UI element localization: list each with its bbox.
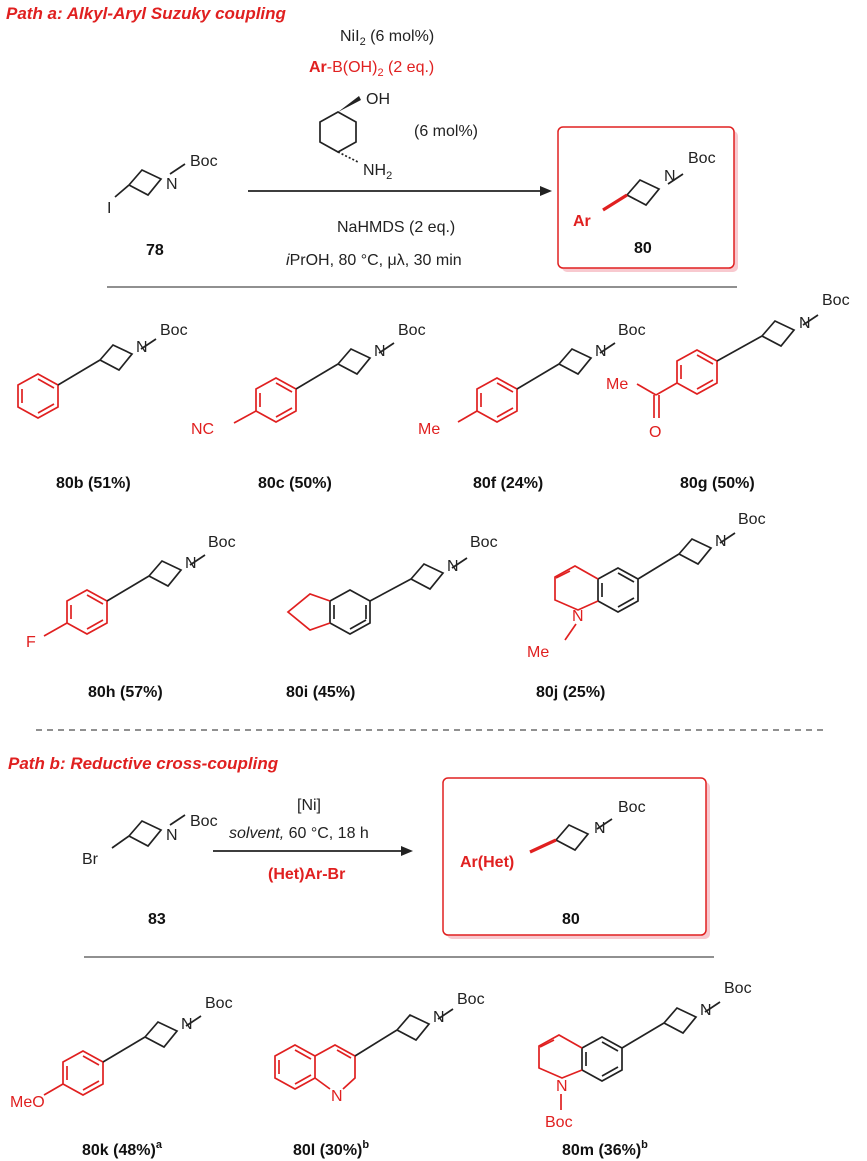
svg-text:Boc: Boc bbox=[688, 150, 716, 167]
svg-text:N: N bbox=[799, 315, 811, 332]
compound-label-80g: 80g (50%) bbox=[680, 475, 755, 492]
svg-text:Me: Me bbox=[606, 376, 628, 393]
ligand-structure: OH NH2 (6 mol%) bbox=[319, 91, 478, 182]
aryl-halide-label: (Het)Ar-Br bbox=[268, 866, 345, 883]
svg-text:Boc: Boc bbox=[618, 799, 646, 816]
svg-text:N: N bbox=[185, 555, 197, 572]
path-a-title: Path a: Alkyl-Aryl Suzuky coupling bbox=[6, 4, 287, 23]
svg-text:F: F bbox=[26, 634, 36, 651]
svg-text:O: O bbox=[649, 424, 661, 441]
compound-80m: N Boc N Boc 80m (36%)b bbox=[538, 980, 752, 1159]
svg-text:N: N bbox=[447, 558, 459, 575]
svg-text:NC: NC bbox=[191, 421, 214, 438]
compound-label-83: 83 bbox=[148, 911, 166, 928]
starting-material-83: Br N Boc 83 bbox=[82, 813, 218, 928]
svg-text:N: N bbox=[664, 168, 676, 185]
base-label: NaHMDS (2 eq.) bbox=[337, 219, 455, 236]
compound-label-80c: 80c (50%) bbox=[258, 475, 332, 492]
svg-text:N: N bbox=[433, 1009, 445, 1026]
svg-text:Boc: Boc bbox=[190, 153, 218, 170]
svg-text:Boc: Boc bbox=[822, 292, 850, 309]
compound-80j: N Me N Boc 80j (25%) bbox=[527, 511, 766, 701]
compound-label-80k: 80k (48%)a bbox=[82, 1139, 163, 1159]
svg-text:N: N bbox=[166, 176, 178, 193]
svg-text:Me: Me bbox=[418, 421, 440, 438]
svg-text:I: I bbox=[107, 200, 111, 217]
product-box-b: Ar(Het) N Boc 80 bbox=[442, 777, 710, 939]
svg-text:N: N bbox=[166, 827, 178, 844]
svg-text:Boc: Boc bbox=[398, 322, 426, 339]
svg-text:Boc: Boc bbox=[724, 980, 752, 997]
compound-80h: F N Boc 80h (57%) bbox=[26, 534, 236, 701]
svg-text:Ar: Ar bbox=[573, 213, 591, 230]
compound-label-80l: 80l (30%)b bbox=[293, 1139, 369, 1159]
starting-material-78: I N Boc 78 bbox=[107, 153, 218, 259]
compound-80k: MeO N Boc 80k (48%)a bbox=[10, 995, 233, 1159]
compound-label-78: 78 bbox=[146, 242, 164, 259]
path-b-title: Path b: Reductive cross-coupling bbox=[8, 754, 279, 773]
catalyst-label: NiI2 (6 mol%) bbox=[340, 28, 434, 48]
ligand-loading: (6 mol%) bbox=[414, 123, 478, 140]
svg-text:Boc: Boc bbox=[738, 511, 766, 528]
compound-label-80b-box: 80 bbox=[562, 911, 580, 928]
compound-80f: Me N Boc 80f (24%) bbox=[418, 322, 646, 492]
svg-text:Boc: Boc bbox=[545, 1114, 573, 1131]
compound-label-80f: 80f (24%) bbox=[473, 475, 543, 492]
svg-text:N: N bbox=[715, 533, 727, 550]
ligand-oh: OH bbox=[366, 91, 390, 108]
svg-text:N: N bbox=[700, 1002, 712, 1019]
solvent-label: iPrOH, 80 °C, μλ, 30 min bbox=[286, 252, 462, 269]
svg-text:N: N bbox=[374, 343, 386, 360]
compound-label-80m: 80m (36%)b bbox=[562, 1139, 648, 1159]
svg-text:MeO: MeO bbox=[10, 1094, 45, 1111]
svg-text:Boc: Boc bbox=[457, 991, 485, 1008]
svg-text:N: N bbox=[595, 343, 607, 360]
svg-text:Boc: Boc bbox=[470, 534, 498, 551]
ligand-nh2: NH2 bbox=[363, 162, 392, 182]
svg-text:Boc: Boc bbox=[205, 995, 233, 1012]
compound-80b: N Boc 80b (51%) bbox=[17, 322, 188, 492]
product-box-a: Ar N Boc 80 bbox=[557, 126, 738, 272]
compound-label-80h: 80h (57%) bbox=[88, 684, 163, 701]
svg-text:Boc: Boc bbox=[208, 534, 236, 551]
svg-text:Boc: Boc bbox=[160, 322, 188, 339]
svg-text:N: N bbox=[572, 608, 584, 625]
svg-text:N: N bbox=[136, 339, 148, 356]
compound-label-80j: 80j (25%) bbox=[536, 684, 605, 701]
svg-text:N: N bbox=[331, 1088, 343, 1105]
compound-80i: N Boc 80i (45%) bbox=[286, 534, 498, 701]
compound-80g: Me O N Boc 80g (50%) bbox=[606, 292, 850, 492]
svg-text:N: N bbox=[556, 1078, 568, 1095]
svg-text:N: N bbox=[181, 1016, 193, 1033]
compound-label-80a: 80 bbox=[634, 240, 652, 257]
compound-80l: N N Boc 80l (30%)b bbox=[274, 991, 485, 1159]
boronic-acid-label: Ar-B(OH)2 (2 eq.) bbox=[309, 59, 434, 79]
conditions-label-b: solvent, 60 °C, 18 h bbox=[229, 825, 369, 842]
svg-text:Boc: Boc bbox=[190, 813, 218, 830]
catalyst-label-b: [Ni] bbox=[297, 797, 321, 814]
svg-text:Me: Me bbox=[527, 644, 549, 661]
compound-80c: NC N Boc 80c (50%) bbox=[191, 322, 426, 492]
svg-text:Boc: Boc bbox=[618, 322, 646, 339]
svg-text:Br: Br bbox=[82, 851, 99, 868]
compound-label-80i: 80i (45%) bbox=[286, 684, 355, 701]
compound-label-80b: 80b (51%) bbox=[56, 475, 131, 492]
svg-text:Ar(Het): Ar(Het) bbox=[460, 854, 514, 871]
svg-text:N: N bbox=[594, 820, 606, 837]
